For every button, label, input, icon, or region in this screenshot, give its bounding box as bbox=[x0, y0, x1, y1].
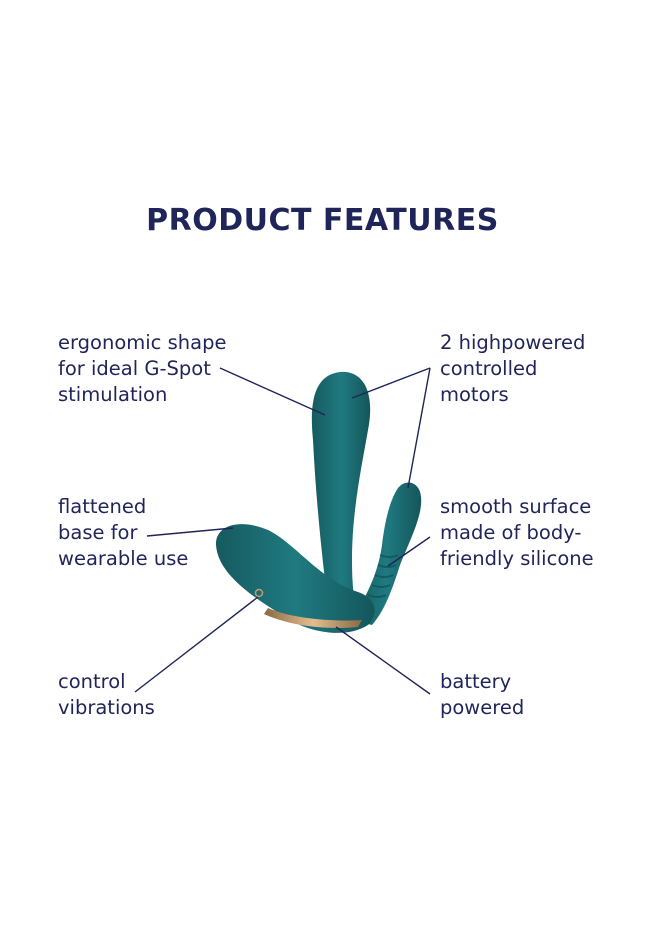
secondary-arm bbox=[352, 482, 422, 625]
callout-lines bbox=[134, 367, 431, 695]
power-button-icon bbox=[254, 588, 264, 598]
feature-motors: 2 highpowered controlled motors bbox=[440, 331, 586, 406]
main-arm bbox=[311, 371, 371, 625]
page-title: PRODUCT FEATURES bbox=[146, 203, 499, 238]
feature-ergonomic-shape: ergonomic shape for ideal G-Spot stimula… bbox=[58, 331, 227, 406]
gold-band bbox=[264, 608, 362, 628]
base bbox=[215, 524, 375, 633]
feature-battery-powered: battery powered bbox=[440, 670, 525, 719]
product-image bbox=[215, 371, 422, 633]
ridges bbox=[367, 554, 399, 598]
feature-flattened-base: flattened base for wearable use bbox=[58, 495, 189, 570]
feature-control-vibrations: control vibrations bbox=[58, 670, 155, 719]
feature-smooth-surface: smooth surface made of body- friendly si… bbox=[440, 495, 594, 570]
